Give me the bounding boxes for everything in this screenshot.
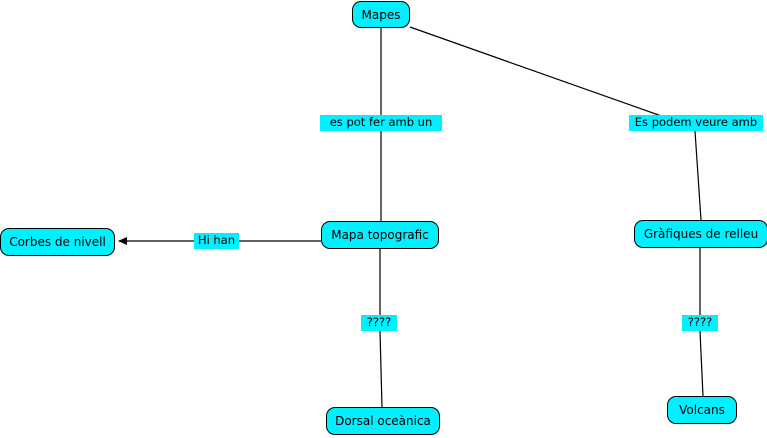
concept-node-mapes[interactable]: Mapes: [352, 1, 410, 28]
link-label-text: ????: [687, 315, 713, 330]
link-label-l2[interactable]: Es podem veure amb: [629, 115, 763, 131]
concept-node-label: Mapes: [361, 7, 401, 22]
link-label-l3[interactable]: Hi han: [194, 233, 239, 249]
link-label-text: Hi han: [197, 233, 236, 248]
edge-l4-to-dorsal: [379, 330, 383, 408]
link-label-l1[interactable]: es pot fer amb un: [320, 115, 442, 131]
edge-mapes-to-l2: [409, 26, 668, 119]
concept-node-label: Volcans: [679, 403, 725, 417]
link-label-text: Es podem veure amb: [634, 115, 758, 130]
link-label-text: ????: [366, 315, 392, 330]
concept-node-mapa_topo[interactable]: Mapa topografic: [321, 221, 439, 249]
link-label-l5[interactable]: ????: [682, 315, 718, 331]
concept-node-corbes[interactable]: Corbes de nivell: [0, 228, 115, 256]
edge-l2-to-grafiques: [694, 130, 702, 221]
concept-node-label: Dorsal oceànica: [335, 414, 431, 428]
link-label-l4[interactable]: ????: [361, 315, 397, 331]
concept-node-volcans[interactable]: Volcans: [667, 396, 737, 424]
concept-node-label: Gràfiques de relleu: [643, 227, 759, 241]
edge-l5-to-volcans: [699, 330, 704, 397]
concept-node-label: Corbes de nivell: [9, 235, 106, 249]
concept-node-dorsal[interactable]: Dorsal oceànica: [326, 407, 440, 435]
concept-node-label: Mapa topografic: [331, 228, 429, 242]
concept-node-grafiques[interactable]: Gràfiques de relleu: [634, 220, 767, 248]
edges-group: [118, 26, 704, 408]
link-label-text: es pot fer amb un: [329, 115, 433, 130]
